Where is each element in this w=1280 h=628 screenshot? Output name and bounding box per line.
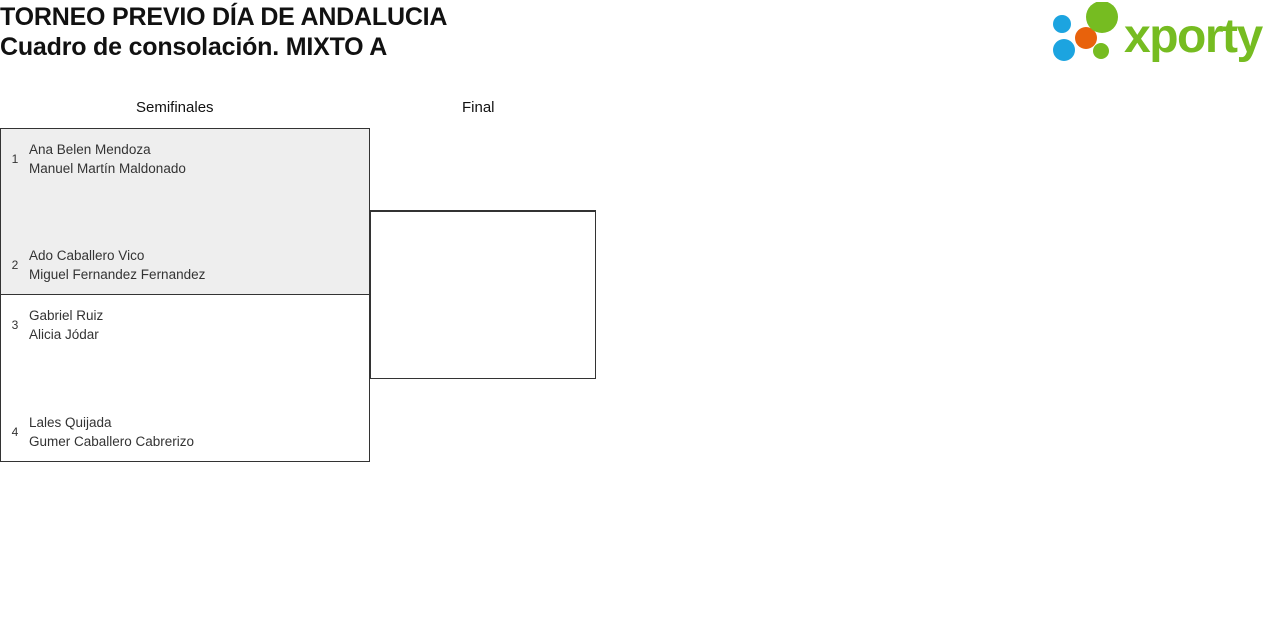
logo-wordmark: xporty bbox=[1124, 10, 1265, 63]
player-name: Gabriel Ruiz bbox=[29, 308, 104, 323]
player-name: Gumer Caballero Cabrerizo bbox=[29, 434, 195, 449]
competitor-names: Gabriel Ruiz Alicia Jódar bbox=[29, 306, 103, 344]
player-name: Ana Belen Mendoza bbox=[29, 142, 151, 157]
competitor-names: Ana Belen Mendoza Manuel Martín Maldonad… bbox=[29, 140, 186, 178]
match-box-semifinal-1[interactable]: 1 Ana Belen Mendoza Manuel Martín Maldon… bbox=[0, 128, 370, 295]
xporty-logo[interactable]: xporty bbox=[1048, 2, 1276, 64]
page-header: TORNEO PREVIO DÍA DE ANDALUCIA Cuadro de… bbox=[0, 0, 1280, 80]
seed-number: 1 bbox=[11, 152, 19, 166]
page-title: TORNEO PREVIO DÍA DE ANDALUCIA Cuadro de… bbox=[0, 0, 900, 62]
match-box-semifinal-2[interactable]: 3 Gabriel Ruiz Alicia Jódar 4 Lales Quij… bbox=[0, 294, 370, 462]
competitor-slot[interactable]: 1 Ana Belen Mendoza Manuel Martín Maldon… bbox=[1, 139, 369, 179]
player-name: Alicia Jódar bbox=[29, 327, 99, 342]
competitor-names: Lales Quijada Gumer Caballero Cabrerizo bbox=[29, 413, 194, 451]
seed-number: 4 bbox=[11, 425, 19, 439]
competitor-slot[interactable]: 4 Lales Quijada Gumer Caballero Cabreriz… bbox=[1, 412, 369, 452]
competitor-slot[interactable] bbox=[371, 329, 595, 369]
bracket-subtitle: Cuadro de consolación. MIXTO A bbox=[0, 33, 388, 61]
bracket-connector-line bbox=[370, 211, 596, 212]
tournament-name: TORNEO PREVIO DÍA DE ANDALUCIA bbox=[0, 3, 448, 31]
logo-dots-icon bbox=[1053, 2, 1118, 61]
round-header-semifinales: Semifinales bbox=[136, 99, 214, 116]
competitor-slot[interactable]: 2 Ado Caballero Vico Miguel Fernandez Fe… bbox=[1, 245, 369, 285]
competitor-names: Ado Caballero Vico Miguel Fernandez Fern… bbox=[29, 246, 205, 284]
player-name: Lales Quijada bbox=[29, 415, 112, 430]
match-box-final[interactable] bbox=[370, 210, 596, 379]
competitor-slot[interactable]: 3 Gabriel Ruiz Alicia Jódar bbox=[1, 305, 369, 345]
round-header-final: Final bbox=[462, 99, 495, 116]
seed-number: 3 bbox=[11, 318, 19, 332]
player-name: Manuel Martín Maldonado bbox=[29, 161, 186, 176]
player-name: Miguel Fernandez Fernandez bbox=[29, 267, 206, 282]
competitor-slot[interactable] bbox=[371, 221, 595, 261]
seed-number: 2 bbox=[11, 258, 19, 272]
svg-text:xporty: xporty bbox=[1124, 10, 1264, 63]
player-name: Ado Caballero Vico bbox=[29, 248, 145, 263]
